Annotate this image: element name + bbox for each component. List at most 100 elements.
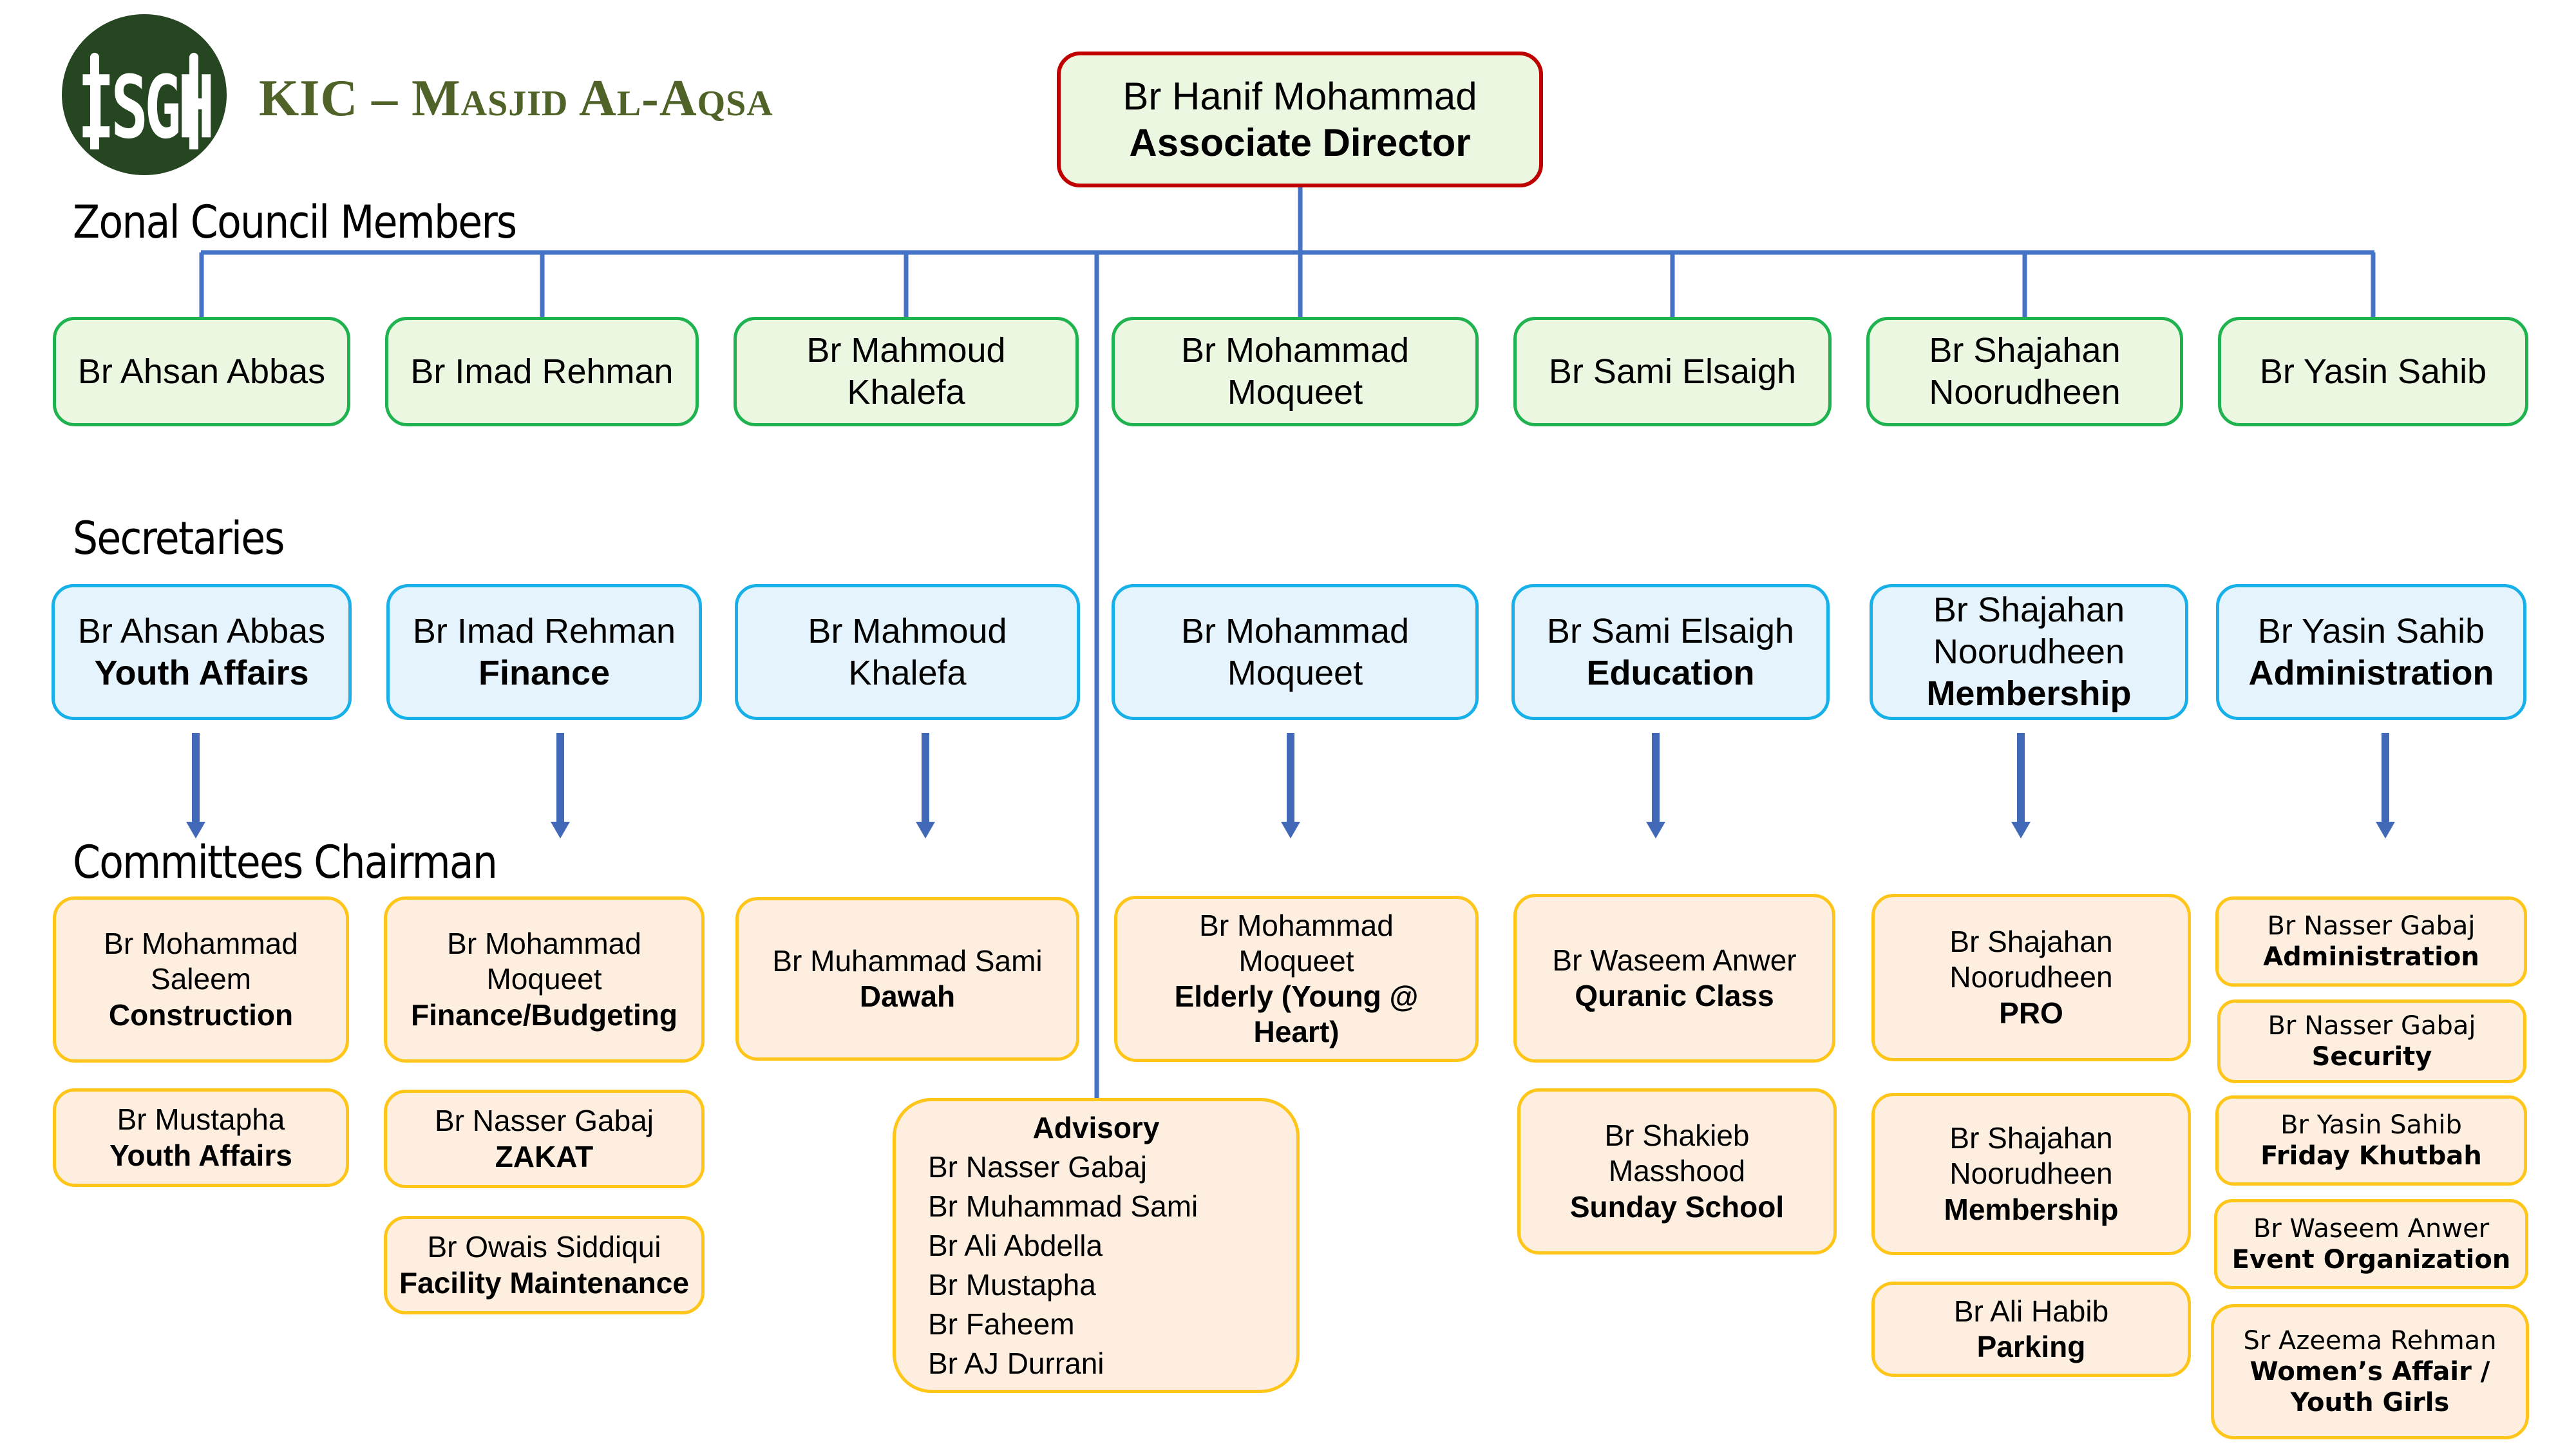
council-member-box[interactable]: Br Sami Elsaigh — [1513, 317, 1832, 426]
advisory-member: Br Ali Abdella — [928, 1228, 1103, 1262]
chairman-name: Br Waseem Anwer — [2253, 1214, 2490, 1244]
secretary-name-line2: Noorudheen — [1933, 632, 2125, 672]
committee-box[interactable]: Br Waseem Anwer Event Organization — [2214, 1199, 2528, 1289]
secretary-box[interactable]: Br Yasin Sahib Administration — [2216, 584, 2526, 720]
committee-role: Youth Affairs — [109, 1138, 292, 1172]
council-member-name: Br Mohammad — [1180, 331, 1410, 370]
committee-role: Parking — [1976, 1330, 2086, 1363]
chairman-name-line2: Noorudheen — [1949, 960, 2113, 994]
council-member-name: Br Imad Rehman — [410, 352, 674, 391]
advisory-member: Br Nasser Gabaj — [928, 1150, 1148, 1184]
secretary-box[interactable]: Br Imad Rehman Finance — [386, 584, 702, 720]
arrow-down-icon — [2011, 733, 2031, 838]
committee-box[interactable]: Sr Azeema Rehman Women’s Affair / Youth … — [2211, 1304, 2529, 1439]
advisory-member: Br Muhammad Sami — [928, 1189, 1198, 1223]
committee-box[interactable]: Br Mustapha Youth Affairs — [53, 1088, 349, 1187]
director-name: Br Hanif Mohammad — [1122, 74, 1477, 118]
committee-box[interactable]: Br Mohammad Moqueet Elderly (Young @ Hea… — [1114, 896, 1479, 1062]
secretary-name: Br Imad Rehman — [412, 611, 676, 650]
secretary-role: Youth Affairs — [94, 653, 309, 692]
advisory-member: Br Faheem — [928, 1307, 1075, 1341]
secretary-box[interactable]: Br Ahsan Abbas Youth Affairs — [52, 584, 352, 720]
committee-role: Dawah — [859, 980, 956, 1013]
committee-box[interactable]: Br Muhammad Sami Dawah — [735, 897, 1079, 1061]
chairman-name-line2: Moqueet — [1238, 943, 1354, 978]
chairman-name: Br Ali Habib — [1953, 1294, 2109, 1328]
arrow-down-icon — [1281, 733, 1300, 838]
council-member-name-line2: Noorudheen — [1929, 373, 2121, 412]
chairman-name-line2: Noorudheen — [1949, 1157, 2113, 1191]
council-member-name: Br Sami Elsaigh — [1548, 352, 1797, 391]
director-box[interactable]: Br Hanif Mohammad Associate Director — [1057, 52, 1543, 187]
committee-role: Event Organization — [2231, 1245, 2511, 1274]
arrow-down-icon — [551, 733, 570, 838]
committee-role: Women’s Affair / — [2249, 1357, 2490, 1387]
council-member-name-line2: Khalefa — [847, 373, 965, 412]
committee-role: Friday Khutbah — [2260, 1141, 2482, 1171]
secretary-box[interactable]: Br Mahmoud Khalefa — [735, 584, 1080, 720]
chairman-name: Br Mohammad — [1199, 908, 1394, 942]
chairman-name: Br Shajahan — [1949, 1121, 2113, 1155]
secretary-role: Finance — [478, 653, 611, 692]
committee-role: Membership — [1944, 1192, 2119, 1226]
committee-box[interactable]: Br Mohammad Moqueet Finance/Budgeting — [384, 896, 705, 1063]
committee-role: PRO — [1999, 996, 2063, 1030]
committee-box[interactable]: Br Mohammad Saleem Construction — [53, 896, 349, 1063]
secretary-name: Br Yasin Sahib — [2257, 611, 2485, 650]
chairman-name: Sr Azeema Rehman — [2243, 1326, 2497, 1356]
chairman-name: Br Nasser Gabaj — [2267, 911, 2476, 941]
chairman-name: Br Shakieb — [1604, 1119, 1750, 1153]
section-label-secretaries: Secretaries — [73, 512, 285, 565]
logo-text: ISGH — [77, 57, 214, 158]
committee-box[interactable]: Br Shajahan Noorudheen Membership — [1871, 1093, 2191, 1255]
committee-role: Construction — [108, 998, 294, 1032]
council-member-box[interactable]: Br Imad Rehman — [385, 317, 699, 426]
chairman-name: Br Muhammad Sami — [772, 943, 1043, 978]
chairman-name: Br Nasser Gabaj — [2268, 1011, 2476, 1041]
advisory-box[interactable]: Advisory Br Nasser Gabaj Br Muhammad Sam… — [893, 1098, 1300, 1393]
council-member-box[interactable]: Br Shajahan Noorudheen — [1866, 317, 2183, 426]
arrow-down-icon — [2376, 733, 2395, 838]
chairman-name: Br Nasser Gabaj — [434, 1104, 654, 1138]
council-member-name: Br Yasin Sahib — [2259, 352, 2487, 391]
committee-role: Quranic Class — [1575, 979, 1774, 1012]
section-label-committees: Committees Chairman — [73, 836, 498, 889]
committee-role: Sunday School — [1569, 1189, 1785, 1224]
arrow-down-icon — [916, 733, 935, 838]
isgh-logo: ISGH — [62, 14, 227, 175]
committee-box[interactable]: Br Owais Siddiqui Facility Maintenance — [384, 1216, 705, 1314]
committee-box[interactable]: Br Shajahan Noorudheen PRO — [1871, 894, 2191, 1061]
secretary-name: Br Mahmoud — [808, 611, 1007, 650]
chairman-name: Br Mustapha — [117, 1103, 285, 1137]
council-member-box[interactable]: Br Mohammad Moqueet — [1112, 317, 1479, 426]
secretary-box[interactable]: Br Mohammad Moqueet — [1112, 584, 1479, 720]
arrow-down-icon — [186, 733, 205, 838]
chairman-name: Br Mohammad — [104, 927, 298, 961]
council-member-box[interactable]: Br Mahmoud Khalefa — [734, 317, 1079, 426]
advisory-member: Br AJ Durrani — [928, 1346, 1104, 1380]
committee-box[interactable]: Br Shakieb Masshood Sunday School — [1517, 1088, 1837, 1255]
council-member-name: Br Shajahan — [1929, 331, 2121, 370]
minaret-icon — [90, 53, 99, 149]
secretary-name: Br Mohammad — [1180, 611, 1410, 650]
committee-role-line2: Heart) — [1253, 1015, 1340, 1049]
council-member-box[interactable]: Br Yasin Sahib — [2218, 317, 2528, 426]
committee-box[interactable]: Br Yasin Sahib Friday Khutbah — [2215, 1095, 2527, 1186]
committee-box[interactable]: Br Waseem Anwer Quranic Class — [1513, 894, 1835, 1063]
chairman-name: Br Owais Siddiqui — [427, 1230, 661, 1264]
committee-role: Security — [2311, 1042, 2432, 1072]
section-label-council: Zonal Council Members — [73, 196, 517, 249]
committee-box[interactable]: Br Nasser Gabaj ZAKAT — [384, 1090, 705, 1188]
committee-box[interactable]: Br Ali Habib Parking — [1871, 1282, 2191, 1377]
council-member-name-line2: Moqueet — [1227, 373, 1363, 412]
committee-box[interactable]: Br Nasser Gabaj Administration — [2215, 896, 2527, 987]
chairman-name-line2: Moqueet — [486, 962, 602, 996]
secretary-box[interactable]: Br Sami Elsaigh Education — [1511, 584, 1830, 720]
committee-role-line2: Youth Girls — [2290, 1388, 2450, 1417]
secretary-box[interactable]: Br Shajahan Noorudheen Membership — [1870, 584, 2188, 720]
council-member-name: Br Mahmoud — [806, 331, 1006, 370]
committee-box[interactable]: Br Nasser Gabaj Security — [2217, 999, 2526, 1083]
council-member-box[interactable]: Br Ahsan Abbas — [53, 317, 350, 426]
secretary-name: Br Shajahan — [1933, 591, 2125, 630]
